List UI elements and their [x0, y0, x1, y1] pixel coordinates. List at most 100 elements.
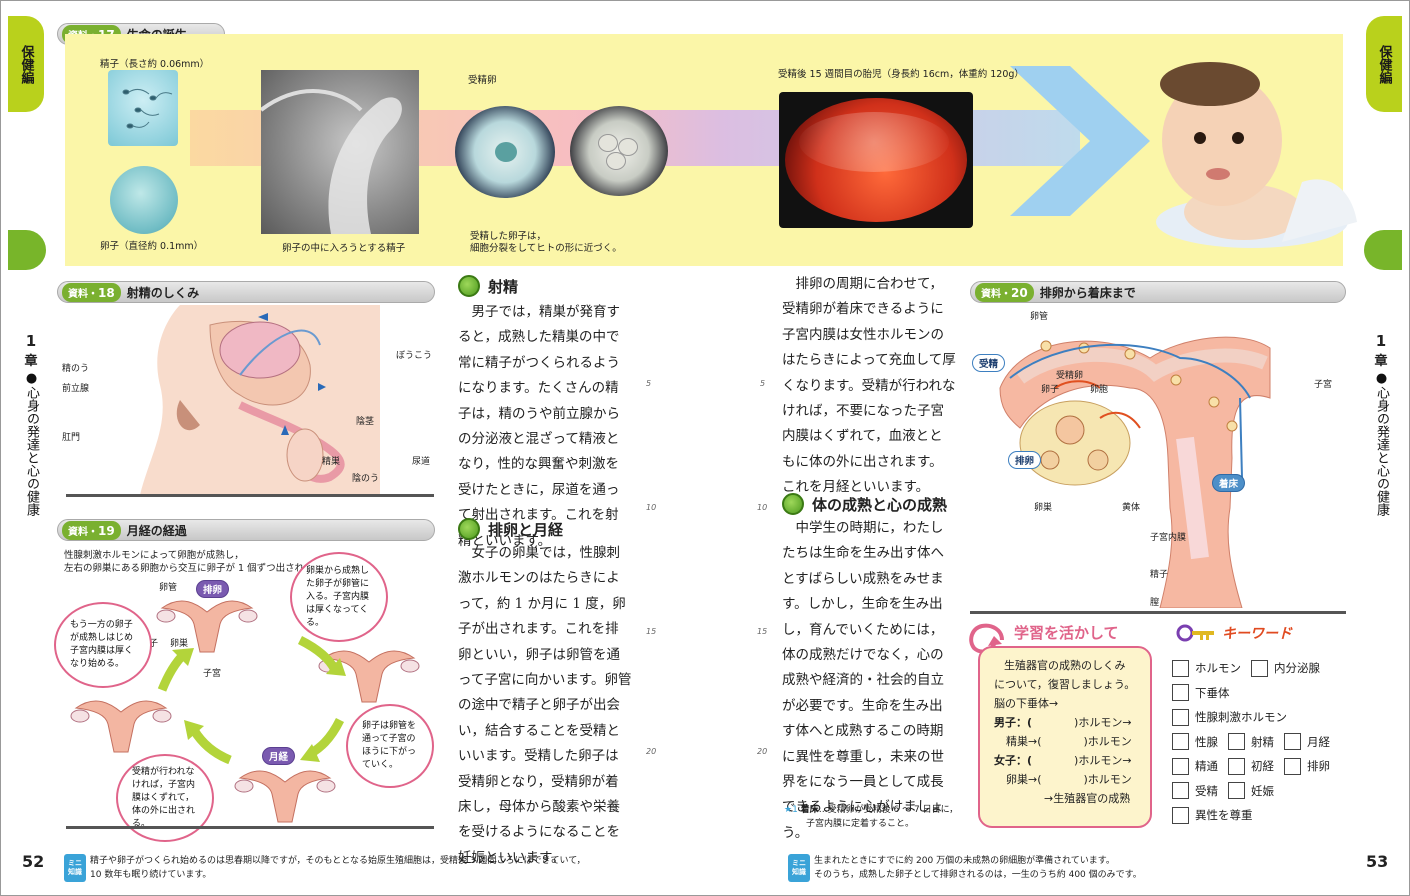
keyword-checkbox[interactable] — [1228, 757, 1245, 775]
keyword-label: 性腺刺激ホルモン — [1195, 710, 1287, 725]
body-text-menstruation: 排卵の周期に合わせて，受精卵が着床できるように子宮内膜は女性ホルモンのはたらきに… — [782, 276, 956, 496]
section-heading-ovulation: 排卵と月経 — [458, 518, 563, 540]
chapter-tab-left — [8, 230, 46, 270]
keyword-checkbox[interactable] — [1172, 708, 1189, 726]
keyword-checkbox[interactable] — [1284, 757, 1301, 775]
label-uterus-19: 子宮 — [203, 669, 222, 679]
line-number-5-left: 5 — [646, 379, 652, 388]
keyword-item: 内分泌腺 — [1251, 659, 1320, 677]
section-heading-ejaculation: 射精 — [458, 275, 518, 297]
keyword-item: 月経 — [1284, 733, 1330, 751]
keyword-label: 排卵 — [1307, 759, 1330, 774]
label-urethra: 尿道 — [412, 457, 431, 467]
sperm-caption: 精子（長さ約 0.06mm） — [100, 59, 210, 70]
section-tab-right: 保健編 — [1366, 16, 1402, 112]
line-number-5-right: 5 — [760, 379, 766, 388]
keyword-item: ホルモン — [1172, 659, 1241, 677]
label-seminal-vesicle: 精のう — [62, 364, 90, 374]
uterus-bottom — [234, 770, 336, 823]
keyword-item: 受精 — [1172, 782, 1218, 800]
keyword-row: ホルモン内分泌腺 — [1172, 656, 1352, 681]
keyword-label: 性腺 — [1195, 734, 1218, 749]
key-icon — [1176, 624, 1214, 642]
fertilized-caption: 受精卵 — [468, 75, 497, 86]
fertilized-egg-photo-2 — [570, 106, 668, 196]
footnote-implantation: ★1 着床…受精卵が受精後 6 ～ 7 日目に， 子宮内膜に定着すること。 — [784, 805, 959, 829]
sperm-photo — [108, 70, 178, 146]
label-sperm-20: 精子 — [1150, 570, 1169, 580]
keyword-label: 異性を尊重 — [1195, 808, 1253, 823]
label-prostate: 前立腺 — [62, 384, 90, 394]
review-text: 生殖器官の成熟のしくみ について，復習しましょう。 脳の下垂体→ 男子：()ホル… — [994, 659, 1136, 805]
line-number-10-right: 10 — [757, 503, 768, 512]
panel-20-header: 資料・20 排卵から着床まで — [970, 281, 1346, 303]
keyword-item: 精通 — [1172, 757, 1218, 775]
keyword-row: 受精 妊娠 — [1172, 779, 1352, 804]
chapter-side-right: 1 章 ●心身の発達と心の健康 — [1374, 332, 1389, 516]
line-number-15-right: 15 — [757, 627, 768, 636]
tag-ovulation-20: 排卵 — [1008, 451, 1042, 469]
keyword-checkbox[interactable] — [1284, 733, 1301, 751]
label-vagina-20: 膣 — [1150, 598, 1160, 608]
label-follicle-20: 卵胞 — [1090, 385, 1109, 395]
body-text-ejaculation: 男子では，精巣が発育すると，成熟した精巣の中で常に精子がつくられるようになります… — [458, 304, 620, 549]
panel-19-header: 資料・19 月経の経過 — [57, 519, 435, 541]
panel-19-intro-1: 性腺刺激ホルモンによって卵胞が成熟し， — [64, 550, 244, 561]
timeline-arrow — [1010, 66, 1150, 216]
keyword-item: 性腺刺激ホルモン — [1172, 708, 1287, 726]
keyword-row: 下垂体 — [1172, 681, 1352, 706]
tag-implantation: 着床 — [1212, 474, 1246, 492]
keyword-row: 精通初経 排卵 — [1172, 754, 1352, 779]
keyword-checkbox[interactable] — [1228, 733, 1245, 751]
keyword-item: 排卵 — [1284, 757, 1330, 775]
keyword-item: 初経 — [1228, 757, 1274, 775]
label-egg-20: 卵子 — [1041, 385, 1060, 395]
page-number-right: 53 — [1366, 852, 1389, 871]
review-box — [978, 646, 1152, 828]
chapter-side-left: 1 章 ●心身の発達と心の健康 — [24, 332, 39, 516]
label-tube-19: 卵管 — [159, 583, 178, 593]
label-ovary-19: 卵巣 — [170, 639, 189, 649]
female-anatomy-diagram — [999, 336, 1271, 608]
page-number-left: 52 — [22, 852, 45, 871]
bubble-ovary-release: 卵巣から成熟した卵子が卵管に入る。子宮内膜は厚くなってくる。 — [290, 552, 388, 642]
keyword-checkbox[interactable] — [1228, 782, 1245, 800]
footer-note-left: 精子や卵子がつくられ始めるのは思春期以降ですが，そのもととなる始原生殖細胞は，受… — [90, 856, 586, 880]
section-tab-left: 保健編 — [8, 16, 44, 112]
keyword-item: 射精 — [1228, 733, 1274, 751]
keyword-label: 妊娠 — [1251, 783, 1274, 798]
keyword-checkbox[interactable] — [1172, 684, 1189, 702]
label-bladder: ぼうこう — [396, 351, 433, 361]
section-heading-maturity: 体の成熟と心の成熟 — [782, 493, 947, 515]
footer-note-right: 生まれたときにすでに約 200 万個の未成熟の卵細胞が準備されています。 そのう… — [814, 856, 1142, 880]
label-scrotum: 陰のう — [352, 474, 380, 484]
keyword-checkbox[interactable] — [1172, 757, 1189, 775]
fertilized-desc-2: 細胞分裂をしてヒトの形に近づく。 — [470, 243, 622, 254]
fertilized-desc-1: 受精した卵子は， — [470, 231, 547, 242]
tag-menstruation: 月経 — [262, 747, 296, 765]
egg-caption: 卵子（直径約 0.1mm） — [100, 241, 204, 252]
keyword-checkbox[interactable] — [1172, 782, 1189, 800]
keyword-checkbox[interactable] — [1251, 659, 1268, 677]
sperm-entering-photo — [261, 70, 419, 234]
line-number-15-left: 15 — [646, 627, 657, 636]
keyword-checkbox[interactable] — [1172, 659, 1189, 677]
keyword-checkbox[interactable] — [1172, 806, 1189, 824]
fetus-photo — [779, 92, 973, 228]
keyword-label: 精通 — [1195, 759, 1218, 774]
cycle-arrows — [157, 635, 346, 765]
keyword-label: ホルモン — [1195, 661, 1241, 676]
panel-18-header: 資料・18 射精のしくみ — [57, 281, 435, 303]
mini-knowledge-icon-left: ミニ知識 — [64, 854, 86, 882]
review-title: 学習を活かして — [1014, 624, 1119, 642]
baby-photo — [1156, 62, 1357, 248]
keyword-label: 射精 — [1251, 734, 1274, 749]
fertilized-egg-photo-1 — [455, 106, 555, 198]
tag-fertilization: 受精 — [972, 354, 1006, 372]
body-text-maturity: 中学生の時期に，わたしたちは生命を生み出す体へとすばらしい成熟をみせます。しかし… — [782, 520, 944, 841]
keyword-item: 妊娠 — [1228, 782, 1274, 800]
keyword-checkbox[interactable] — [1172, 733, 1189, 751]
label-uterus-20: 子宮 — [1314, 380, 1333, 390]
egg-photo — [110, 166, 178, 234]
line-number-10-left: 10 — [646, 503, 657, 512]
